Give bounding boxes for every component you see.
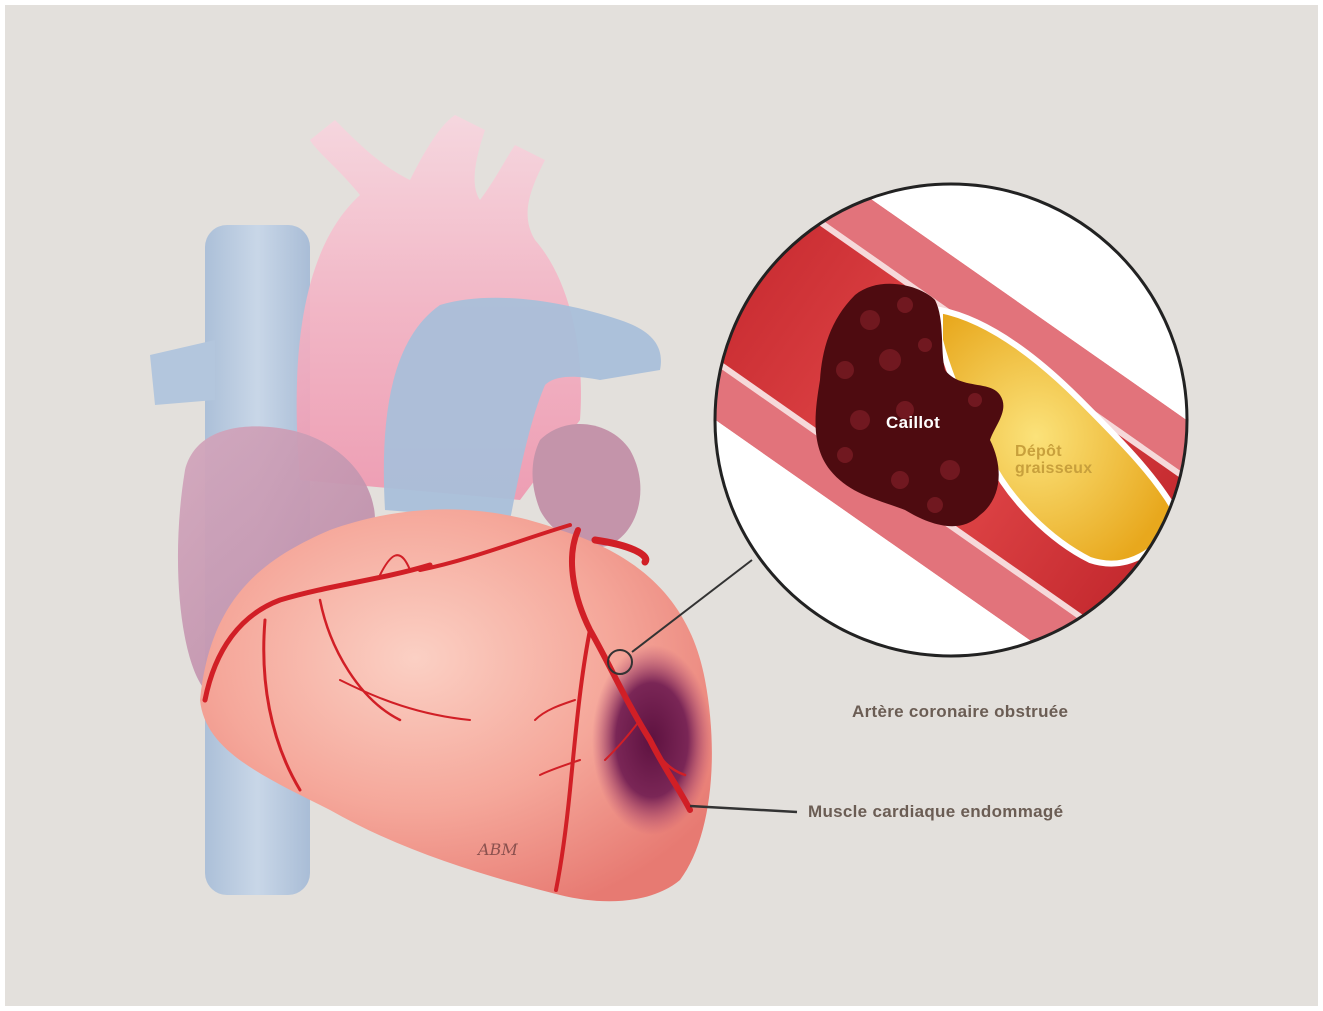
fatty-deposit-label-line1: Dépôt <box>1015 443 1092 460</box>
blocked-artery-label: Artère coronaire obstruée <box>852 702 1068 722</box>
fatty-deposit-label: Dépôt graisseux <box>1015 443 1092 477</box>
artist-signature: ABM <box>478 840 518 859</box>
fatty-deposit-label-line2: graisseux <box>1015 460 1092 477</box>
damaged-muscle-label: Muscle cardiaque endommagé <box>808 802 1063 822</box>
zoom-inset <box>619 131 1298 719</box>
clot-label: Caillot <box>886 413 940 433</box>
